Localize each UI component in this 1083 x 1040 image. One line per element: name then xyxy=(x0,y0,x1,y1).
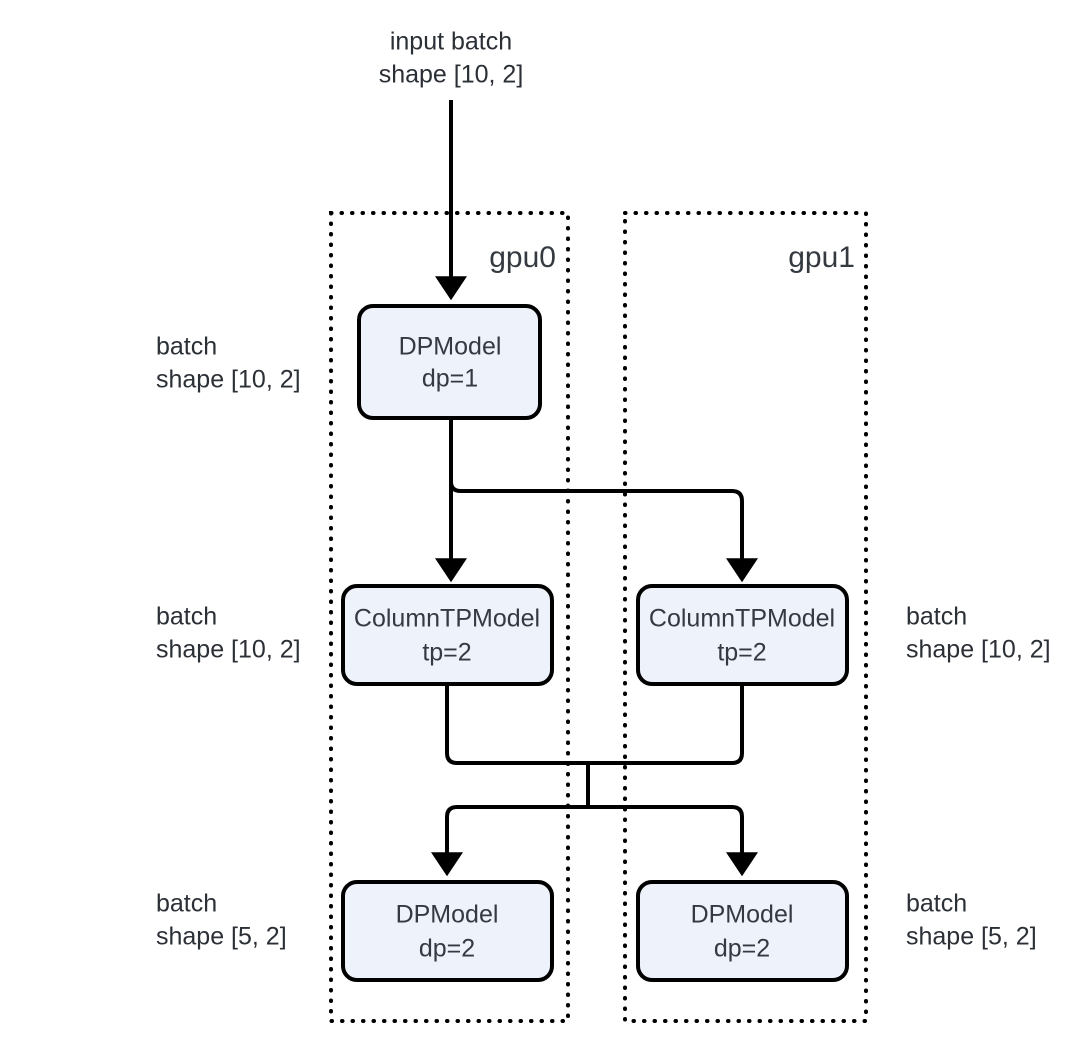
right-label-row2-line2: shape [10, 2] xyxy=(906,636,1051,664)
node-dp-model-gpu0-line2: dp=2 xyxy=(419,935,475,963)
gpu0-frame xyxy=(329,211,570,1023)
edge-tp-gpu1-to-bus xyxy=(588,685,744,765)
node-column-tp-model-gpu0-line2: tp=2 xyxy=(422,639,471,667)
right-label-row3-line1: batch xyxy=(906,890,967,918)
input-batch-label-line1: input batch xyxy=(390,28,512,56)
left-label-row3-line2: shape [5, 2] xyxy=(156,923,287,951)
right-label-row2-line1: batch xyxy=(906,603,967,631)
gpu1-label: gpu1 xyxy=(788,241,855,274)
edge-dp-top-to-tp-gpu1 xyxy=(449,477,758,583)
node-column-tp-model-gpu0[interactable] xyxy=(341,584,554,686)
node-dp-model-gpu0-line1: DPModel xyxy=(396,901,499,929)
node-column-tp-model-gpu1-line1: ColumnTPModel xyxy=(649,605,835,633)
gpu0-label: gpu0 xyxy=(489,241,556,274)
left-label-row1-line2: shape [10, 2] xyxy=(156,366,301,394)
left-label-row2-line2: shape [10, 2] xyxy=(156,636,301,664)
node-dp-model-gpu0[interactable] xyxy=(341,880,554,982)
left-label-row3-line1: batch xyxy=(156,890,217,918)
node-dp-model-top-line2: dp=1 xyxy=(422,365,478,393)
right-label-row3-line2: shape [5, 2] xyxy=(906,923,1037,951)
left-label-row1-line1: batch xyxy=(156,333,217,361)
node-column-tp-model-gpu1[interactable] xyxy=(636,584,849,686)
node-column-tp-model-gpu1-line2: tp=2 xyxy=(717,639,766,667)
left-label-row2-line1: batch xyxy=(156,603,217,631)
edge-bus-to-dp-gpu1 xyxy=(588,805,758,877)
node-dp-model-top-line1: DPModel xyxy=(399,333,502,361)
node-column-tp-model-gpu0-line1: ColumnTPModel xyxy=(354,605,540,633)
node-dp-model-gpu1-line2: dp=2 xyxy=(714,935,770,963)
input-batch-label-line2: shape [10, 2] xyxy=(379,61,524,89)
node-dp-model-gpu1[interactable] xyxy=(636,880,849,982)
edge-bus-to-dp-gpu0 xyxy=(431,805,588,877)
node-dp-model-top[interactable] xyxy=(357,304,542,420)
edge-tp-gpu0-to-bus xyxy=(445,685,588,765)
node-dp-model-gpu1-line1: DPModel xyxy=(691,901,794,929)
